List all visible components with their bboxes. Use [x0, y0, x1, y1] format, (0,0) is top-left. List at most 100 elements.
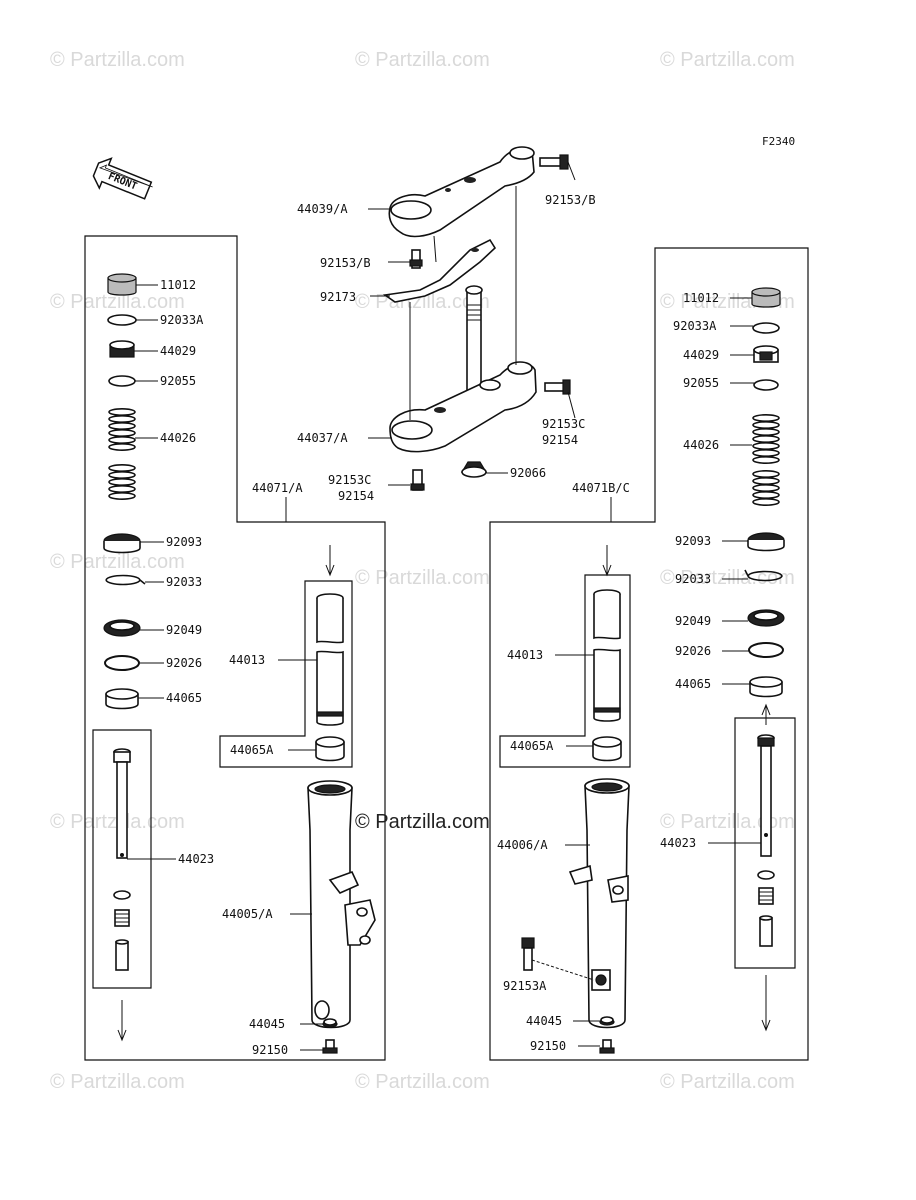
- right-cap-11012: [751, 287, 781, 308]
- label-right-92153A: 92153A: [503, 979, 547, 993]
- watermark-13: © Partzilla.com: [355, 1071, 490, 1093]
- left-bushing-44065A: [315, 736, 345, 762]
- right-washer-92026: [748, 642, 784, 658]
- label-right-92150: 92150: [530, 1039, 566, 1053]
- left-damper-subframe: [92, 729, 152, 989]
- right-leaders: [555, 297, 761, 1047]
- right-outer-tube-44006A: [568, 778, 630, 1029]
- label-left-11012: 11012: [160, 278, 196, 292]
- label-right-92033A: 92033A: [673, 319, 717, 333]
- left-oring-92055: [108, 375, 136, 387]
- spring-coil: [752, 455, 780, 464]
- right-bushing-44065A: [592, 736, 622, 762]
- label-left-44005A: 44005/A: [222, 907, 273, 921]
- bracket-plate-92173: [382, 238, 497, 303]
- label-right-44029: 44029: [683, 348, 719, 362]
- label-44037A: 44037/A: [297, 431, 348, 445]
- left-clip-92033: [105, 574, 146, 586]
- spring-coil: [752, 427, 780, 436]
- label-92153C-low: 92153C: [328, 473, 371, 487]
- spring-coil: [108, 428, 136, 437]
- right-tube-arrow: [602, 545, 612, 577]
- left-seal-92049: [103, 619, 141, 637]
- spring-coil: [108, 491, 136, 500]
- label-left-44065A: 44065A: [230, 743, 274, 757]
- spring-coil: [108, 435, 136, 444]
- label-92153B-mid: 92153/B: [320, 256, 371, 270]
- label-44039A: 44039/A: [297, 202, 348, 216]
- label-44071A: 44071/A: [252, 481, 303, 495]
- right-cap-bolt-44029: [753, 345, 779, 363]
- spring-coil: [108, 442, 136, 451]
- left-rod-arrow: [117, 1000, 127, 1042]
- lower-bracket-bottom-bolt: [410, 469, 425, 491]
- label-right-44023: 44023: [660, 836, 696, 850]
- label-left-44045: 44045: [249, 1017, 285, 1031]
- label-right-92093: 92093: [675, 534, 711, 548]
- left-group-frame: [84, 235, 386, 1061]
- left-drain-bolt-92150: [322, 1039, 338, 1054]
- spring-coil: [752, 469, 780, 478]
- left-leaders: [127, 284, 612, 1051]
- spring-coil: [108, 477, 136, 486]
- left-spring-44026: [108, 407, 136, 500]
- left-retainer-92093: [103, 533, 141, 554]
- spring-coil: [108, 463, 136, 472]
- spring-coil: [752, 441, 780, 450]
- spring-coil: [752, 476, 780, 485]
- left-cap-bolt-44029: [109, 340, 135, 358]
- figure-code: F2340: [762, 135, 795, 148]
- right-inner-tube-44013: [593, 589, 621, 722]
- label-right-44065: 44065: [675, 677, 711, 691]
- label-92154-mid: 92154: [542, 433, 578, 447]
- watermark-1: © Partzilla.com: [50, 49, 185, 71]
- right-group-frame: [489, 247, 809, 1061]
- label-right-44065A: 44065A: [510, 739, 554, 753]
- handlebar-clamp-bolt: [539, 154, 569, 170]
- spring-coil: [108, 421, 136, 430]
- label-left-92150: 92150: [252, 1043, 288, 1057]
- top-leaders: [368, 161, 576, 486]
- right-washer-44045: [599, 1016, 615, 1026]
- upper-fork-bracket: [388, 146, 535, 238]
- label-left-44023: 44023: [178, 852, 214, 866]
- right-rod-top-arrow: [761, 703, 771, 725]
- spring-coil: [752, 448, 780, 457]
- label-left-92033: 92033: [166, 575, 202, 589]
- label-92154-low: 92154: [338, 489, 374, 503]
- right-oring-92033A: [752, 322, 780, 334]
- spring-coil: [752, 420, 780, 429]
- watermark-4: © Partzilla.com: [50, 291, 185, 313]
- left-outer-tube-44005A: [307, 780, 376, 1029]
- watermark-14: © Partzilla.com: [660, 1071, 795, 1093]
- label-left-92093: 92093: [166, 535, 202, 549]
- label-left-44013: 44013: [229, 653, 265, 667]
- right-bushing-44065: [749, 676, 783, 698]
- label-right-44045: 44045: [526, 1014, 562, 1028]
- left-washer-92026: [104, 655, 140, 671]
- left-bushing-44065: [105, 688, 139, 710]
- left-inner-tube-44013: [316, 593, 344, 726]
- label-left-92033A: 92033A: [160, 313, 204, 327]
- watermark-9: © Partzilla.com: [660, 567, 795, 589]
- stem-nut-92066: [460, 461, 488, 478]
- label-right-44013: 44013: [507, 648, 543, 662]
- left-cap-11012: [107, 273, 137, 296]
- right-rod-arrow: [761, 975, 771, 1032]
- watermark-7: © Partzilla.com: [50, 551, 185, 573]
- spring-coil: [752, 434, 780, 443]
- center-watermark: © Partzilla.com: [355, 811, 490, 833]
- lower-bracket-side-bolt: [544, 379, 571, 395]
- label-right-44026: 44026: [683, 438, 719, 452]
- spring-coil: [752, 497, 780, 506]
- right-tube-subframe: [499, 574, 631, 768]
- label-92153B-top: 92153/B: [545, 193, 596, 207]
- label-left-92049: 92049: [166, 623, 202, 637]
- left-damper-rod-44023: [113, 748, 131, 971]
- right-damper-subframe: [734, 717, 796, 969]
- spring-coil: [108, 407, 136, 416]
- right-oring-92055: [753, 379, 779, 391]
- lower-fork-bracket: [389, 361, 537, 453]
- spring-coil: [752, 490, 780, 499]
- watermark-11: © Partzilla.com: [660, 811, 795, 833]
